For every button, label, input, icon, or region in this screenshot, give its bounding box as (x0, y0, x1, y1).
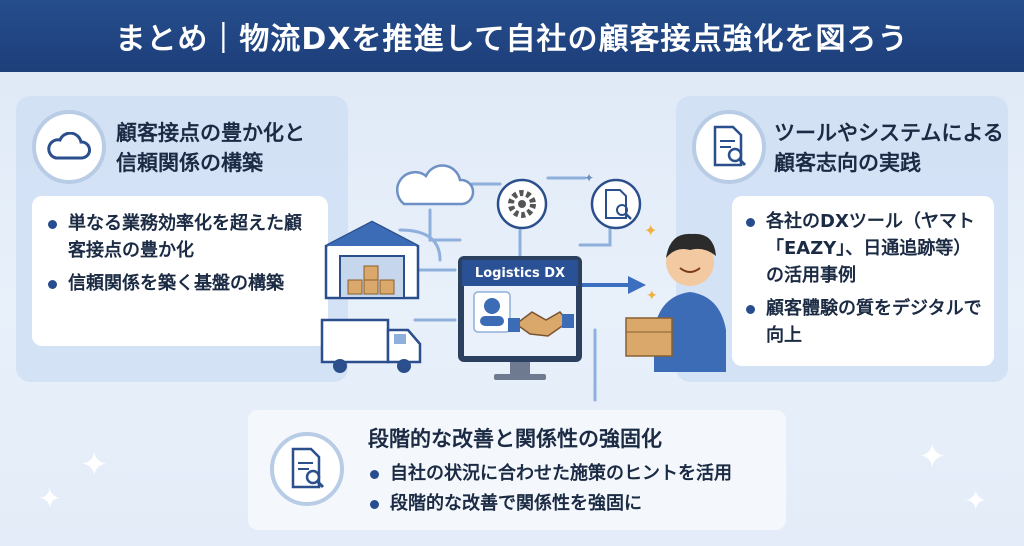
page-title: まとめ｜物流DXを推進して自社の顧客接点強化を図ろう (0, 0, 1024, 72)
left-panel: 顧客接点の豊か化と 信頼関係の構築 単なる業務効率化を超えた顧客接点の豊か化 信… (16, 96, 348, 382)
left-panel-title: 顧客接点の豊か化と 信頼関係の構築 (116, 121, 305, 175)
bottom-panel: 段階的な改善と関係性の強固化 自社の状況に合わせた施策のヒントを活用 段階的な改… (248, 410, 786, 530)
list-item: 段階的な改善で関係性を強固に (368, 490, 778, 517)
list-item: 顧客體験の質をデジタルで向上 (744, 295, 984, 349)
list-item: 単なる業務効率化を超えた顧客接点の豊か化 (46, 210, 316, 264)
cloud-icon (32, 110, 106, 184)
svg-text:✦: ✦ (644, 221, 657, 240)
handshake-icon (508, 311, 574, 337)
list-item: 自社の状況に合わせた施策のヒントを活用 (368, 460, 778, 487)
sparkle-icon: ✦ (80, 445, 109, 485)
right-panel-content: 各社のDXツール（ヤマト「EAZY」、日通追跡等）の活用事例 顧客體験の質をデジ… (732, 196, 994, 366)
document-search-icon (590, 178, 642, 230)
svg-text:✦: ✦ (584, 171, 594, 185)
document-search-icon (692, 110, 766, 184)
right-panel-title: ツールやシステムによる 顧客志向の実践 (774, 121, 1004, 175)
bottom-panel-title: 段階的な改善と関係性の強固化 (368, 427, 662, 451)
left-panel-content: 単なる業務効率化を超えた顧客接点の豊か化 信頼関係を築く基盤の構築 (32, 196, 328, 346)
sparkle-icon: ✦ (918, 437, 947, 477)
right-panel: ツールやシステムによる 顧客志向の実践 各社のDXツール（ヤマト「EAZY」、日… (676, 96, 1008, 382)
list-item: 信頼関係を築く基盤の構築 (46, 270, 316, 297)
svg-text:✦: ✦ (646, 288, 658, 304)
list-item: 各社のDXツール（ヤマト「EAZY」、日通追跡等）の活用事例 (744, 208, 984, 289)
sparkle-icon: ✦ (964, 484, 988, 517)
monitor-label: Logistics DX (462, 260, 578, 286)
cloud-icon (395, 164, 475, 206)
sparkle-icon: ✦ (38, 482, 62, 515)
document-search-icon (270, 432, 344, 506)
gear-icon (496, 178, 548, 230)
